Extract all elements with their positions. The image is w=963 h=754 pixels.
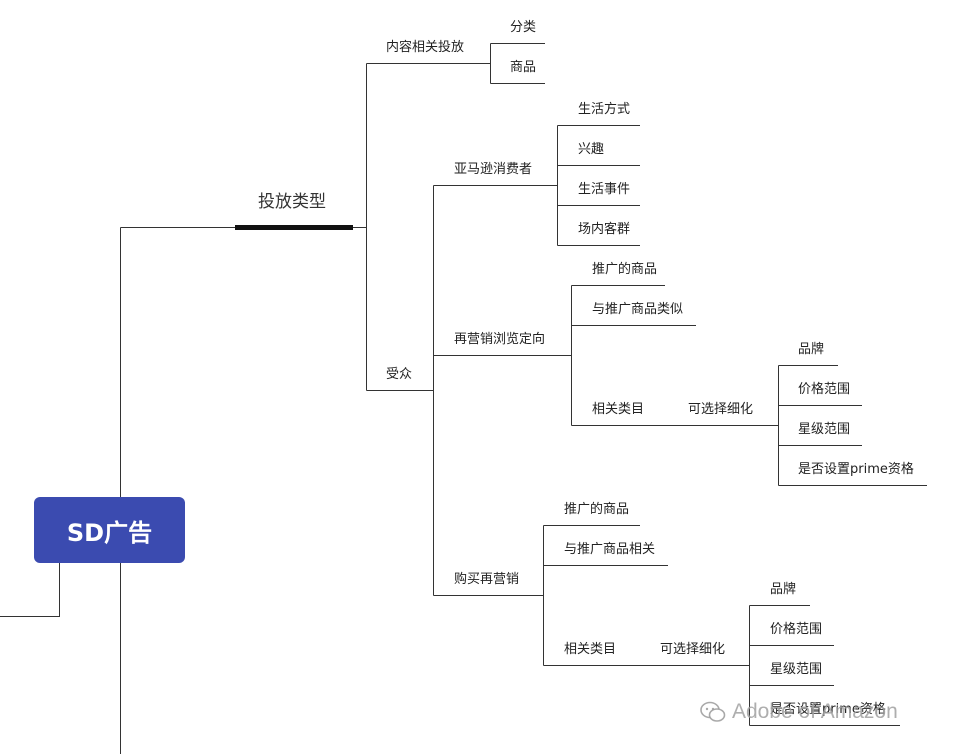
node-rv-price[interactable]: 价格范围 (798, 382, 851, 397)
node-pr-brand[interactable]: 品牌 (770, 582, 797, 597)
wechat-icon (700, 701, 726, 722)
node-rv-promoted[interactable]: 推广的商品 (592, 262, 658, 277)
node-rv-prime[interactable]: 是否设置prime资格 (798, 462, 914, 477)
watermark: Adobe of Amazon (700, 700, 898, 724)
node-purchase-remarketing[interactable]: 购买再营销 (454, 572, 520, 587)
branch-label[interactable]: 投放类型 (258, 192, 326, 212)
node-rv-brand[interactable]: 品牌 (798, 342, 825, 357)
node-product[interactable]: 商品 (510, 60, 537, 75)
node-rv-related-category[interactable]: 相关类目 (592, 402, 645, 417)
node-pr-promoted[interactable]: 推广的商品 (564, 502, 630, 517)
node-audience[interactable]: 受众 (386, 367, 413, 382)
node-interest[interactable]: 兴趣 (578, 142, 605, 157)
node-amazon-consumers[interactable]: 亚马逊消费者 (454, 162, 533, 177)
node-life-events[interactable]: 生活事件 (578, 182, 631, 197)
node-remarketing-views[interactable]: 再营销浏览定向 (454, 332, 546, 347)
node-pr-refine[interactable]: 可选择细化 (660, 642, 726, 657)
node-rv-refine[interactable]: 可选择细化 (688, 402, 754, 417)
node-content-targeting[interactable]: 内容相关投放 (386, 40, 465, 55)
node-pr-related[interactable]: 与推广商品相关 (564, 542, 656, 557)
node-lifestyle[interactable]: 生活方式 (578, 102, 631, 117)
node-rv-rating[interactable]: 星级范围 (798, 422, 851, 437)
node-pr-related-category[interactable]: 相关类目 (564, 642, 617, 657)
node-category[interactable]: 分类 (510, 20, 537, 35)
watermark-text: Adobe of Amazon (732, 700, 898, 723)
node-in-market[interactable]: 场内客群 (578, 222, 631, 237)
node-rv-similar[interactable]: 与推广商品类似 (592, 302, 684, 317)
node-pr-prime[interactable]: 是否设置prime资格 (770, 702, 886, 717)
root-node[interactable]: SD广告 (34, 497, 185, 563)
node-pr-price[interactable]: 价格范围 (770, 622, 823, 637)
node-pr-rating[interactable]: 星级范围 (770, 662, 823, 677)
